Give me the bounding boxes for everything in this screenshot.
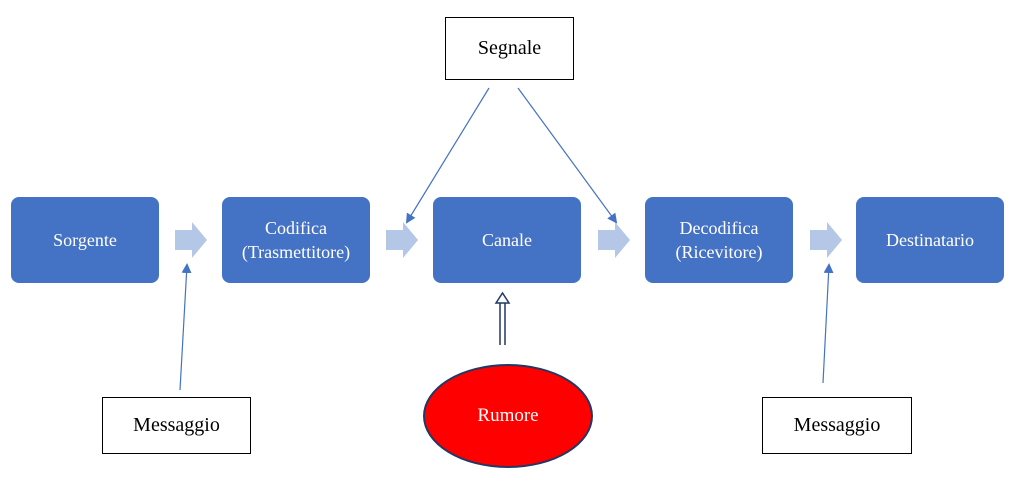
- segnale-line-right: [517, 87, 618, 224]
- segnale-line-left: [405, 87, 490, 224]
- node-destinatario: Destinatario: [856, 197, 1004, 283]
- rumore-label: Rumore: [477, 405, 539, 426]
- messaggio-line-left: [179, 263, 192, 391]
- messaggio-box-right: Messaggio: [762, 397, 912, 454]
- node-codifica: Codifica (Trasmettitore): [222, 197, 370, 283]
- node-destinatario-label: Destinatario: [886, 230, 974, 250]
- segnale-label: Segnale: [477, 37, 542, 59]
- messaggio-right-label: Messaggio: [793, 414, 881, 436]
- rumore-ellipse: Rumore: [423, 364, 593, 468]
- messaggio-left-label: Messaggio: [133, 414, 220, 436]
- node-codifica-sublabel: (Trasmettitore): [241, 242, 351, 262]
- flow-arrow-1: [175, 222, 207, 258]
- messaggio-box-left: Messaggio: [102, 397, 251, 454]
- flow-arrow-2: [386, 222, 418, 258]
- node-sorgente: Sorgente: [11, 197, 159, 283]
- node-canale: Canale: [433, 197, 581, 283]
- node-sorgente-label: Sorgente: [53, 230, 117, 250]
- node-canale-label: Canale: [482, 230, 532, 250]
- messaggio-line-right: [822, 263, 834, 384]
- node-decodifica-sublabel: (Ricevitore): [675, 242, 763, 262]
- node-decodifica: Decodifica (Ricevitore): [645, 197, 793, 283]
- flow-arrow-4: [810, 222, 842, 258]
- flow-arrow-3: [598, 222, 630, 258]
- node-codifica-label: Codifica: [265, 218, 327, 238]
- rumore-up-arrow: [494, 291, 511, 345]
- segnale-box: Segnale: [445, 17, 574, 80]
- node-decodifica-label: Decodifica: [679, 218, 759, 238]
